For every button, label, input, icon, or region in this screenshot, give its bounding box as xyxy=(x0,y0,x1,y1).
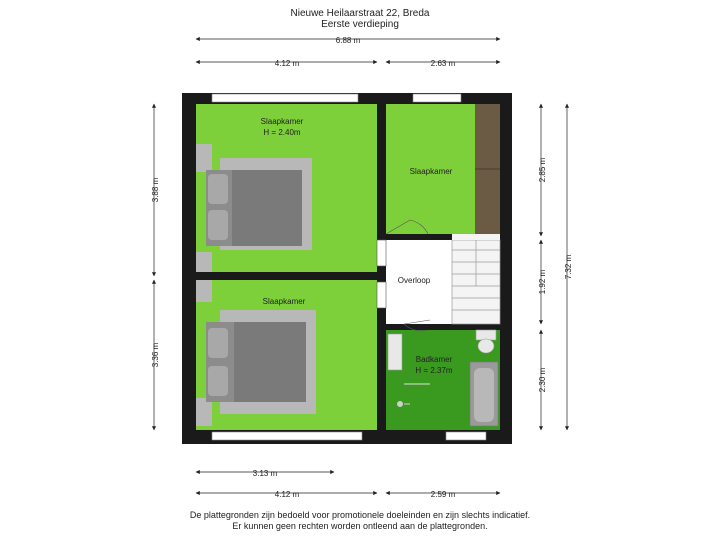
cabinet-bottom-left-2 xyxy=(196,398,212,426)
dim-left-bottom-height: 3.36 m xyxy=(151,342,160,367)
disclaimer-line-2: Er kunnen geen rechten worden ontleend a… xyxy=(232,521,488,531)
bath-sink xyxy=(387,333,403,371)
label-slaapkamer-bottom-left: Slaapkamer xyxy=(263,297,306,306)
dim-right-top-height: 2.85 m xyxy=(538,157,547,182)
label-height-badkamer: H = 2.37m xyxy=(415,366,452,375)
dim-right-bottom-height: 2.30 m xyxy=(538,367,547,392)
floor-subtitle: Eerste verdieping xyxy=(321,19,399,30)
address-title: Nieuwe Heilaarstraat 22, Breda xyxy=(290,8,430,19)
stair-opening xyxy=(452,234,500,240)
disclaimer-line-1: De plattegronden zijn bedoeld voor promo… xyxy=(189,510,531,520)
dim-top-left-width: 4.12 m xyxy=(275,59,300,68)
bed-bottom-left xyxy=(206,310,316,414)
shower xyxy=(397,383,430,407)
dim-bottom-inner-width: 3.13 m xyxy=(253,469,278,478)
label-badkamer: Badkamer xyxy=(416,355,453,364)
dim-bottom-left-width: 4.12 m xyxy=(275,490,300,499)
cabinet-bottom-left xyxy=(196,280,212,302)
cabinet-mid-left xyxy=(196,252,212,272)
dim-top-right-width: 2.63 m xyxy=(431,59,456,68)
dim-total-width: 6.88 m xyxy=(336,36,361,45)
dim-left-top-height: 3.88 m xyxy=(151,177,160,202)
dim-total-height: 7.32 m xyxy=(564,254,573,279)
cabinet-top-left xyxy=(196,144,212,172)
doors xyxy=(376,219,431,332)
label-slaapkamer-top-right: Slaapkamer xyxy=(410,167,453,176)
label-height-top-left: H = 2.40m xyxy=(263,128,300,137)
label-overloop: Overloop xyxy=(398,276,431,285)
bathtub xyxy=(469,361,499,427)
label-slaapkamer-top-left: Slaapkamer xyxy=(261,117,304,126)
windows xyxy=(211,93,487,441)
staircase xyxy=(451,239,501,325)
toilet xyxy=(475,329,497,354)
dim-bottom-right-width: 2.59 m xyxy=(431,490,456,499)
dim-right-mid-height: 1.92 m xyxy=(538,269,547,294)
bed-top-left xyxy=(206,158,312,250)
